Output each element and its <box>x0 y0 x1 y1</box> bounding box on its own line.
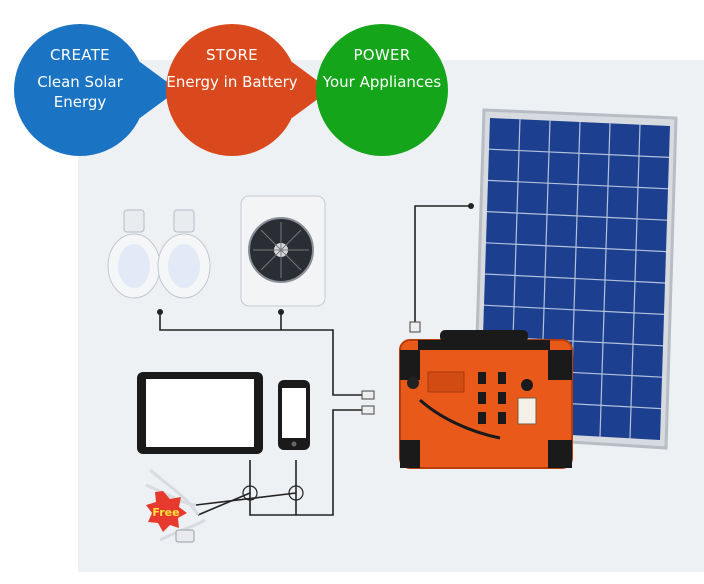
box-fan-icon <box>240 195 326 307</box>
panel-connector <box>468 203 474 209</box>
usb-plug-icon <box>361 390 375 400</box>
step-subtitle: Clean Solar Energy <box>37 73 123 111</box>
phone-ring <box>288 485 304 501</box>
smartphone-icon <box>278 380 310 450</box>
wiring <box>159 205 471 516</box>
step-subtitle: Your Appliances <box>322 73 442 91</box>
tablet-ring <box>242 485 258 501</box>
step-title: POWER <box>353 46 411 64</box>
step-title: CREATE <box>50 46 110 64</box>
carry-handle <box>440 330 528 342</box>
tablet-icon <box>137 372 263 454</box>
bulb-connector <box>157 309 163 315</box>
battery-generator <box>399 330 573 469</box>
led-bulb-icon <box>107 209 161 299</box>
fan-connector <box>278 309 284 315</box>
free-badge-label: Free <box>152 506 179 519</box>
step-create: CREATE Clean Solar Energy <box>14 24 146 156</box>
plug-icon <box>409 321 421 333</box>
free-badge: Free <box>146 491 187 532</box>
step-store: STORE Energy in Battery <box>166 24 298 156</box>
power-knob-icon <box>407 377 419 389</box>
usb-plug-icon <box>361 405 375 415</box>
step-power: POWER Your Appliances <box>316 24 448 156</box>
step-subtitle: Energy in Battery <box>166 73 298 91</box>
step-title: STORE <box>206 46 258 64</box>
led-bulb-icon <box>157 209 211 299</box>
